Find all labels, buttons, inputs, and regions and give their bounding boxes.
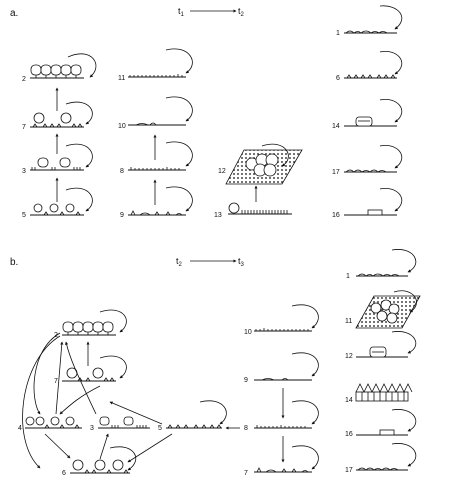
panel-a-timeline: t1 t2	[178, 6, 245, 18]
panel-a-label: a.	[10, 8, 18, 19]
stage-a-13: 13	[214, 185, 292, 219]
svg-text:t2: t2	[238, 6, 245, 18]
stage-a-9: 9	[120, 186, 193, 219]
svg-text:5: 5	[22, 212, 26, 219]
svg-text:8: 8	[244, 425, 248, 432]
stage-b-12: 11	[345, 290, 421, 329]
stage-b-1: 1	[346, 249, 417, 280]
stage-a-7: 7	[22, 101, 93, 131]
stage-b-14: 12	[345, 331, 417, 360]
stage-b-4: 4	[18, 416, 82, 432]
stage-b-15: 14	[345, 383, 413, 404]
svg-text:t2: t2	[176, 256, 183, 268]
svg-text:16: 16	[345, 431, 353, 438]
svg-text:t1: t1	[178, 6, 185, 18]
panel-b-label: b.	[10, 257, 18, 268]
svg-text:8: 8	[120, 168, 124, 175]
stage-a-5: 5	[22, 187, 93, 219]
svg-text:3: 3	[90, 425, 94, 432]
svg-text:3: 3	[22, 168, 26, 175]
stage-a-2: 2	[22, 53, 97, 83]
svg-text:10: 10	[118, 123, 126, 130]
svg-text:7: 7	[22, 124, 26, 131]
stage-a-1: 1	[336, 5, 402, 37]
stage-b-9: 7	[244, 445, 319, 477]
svg-text:11: 11	[118, 75, 125, 82]
svg-text:17: 17	[345, 467, 353, 474]
svg-text:9: 9	[244, 377, 248, 384]
stage-b-5: 5	[158, 400, 227, 432]
stage-a-6: 6	[336, 50, 402, 82]
svg-text:12: 12	[218, 168, 226, 175]
svg-text:12: 12	[345, 353, 353, 360]
svg-text:14: 14	[345, 397, 353, 404]
svg-text:5: 5	[158, 425, 162, 432]
svg-text:4: 4	[18, 425, 22, 432]
svg-text:7: 7	[244, 470, 248, 477]
svg-text:7: 7	[54, 378, 58, 385]
svg-text:6: 6	[62, 470, 66, 477]
svg-text:1: 1	[336, 30, 340, 37]
stage-b-7: 7	[54, 341, 127, 385]
svg-text:9: 9	[120, 212, 124, 219]
svg-text:1: 1	[346, 273, 350, 280]
svg-text:2: 2	[22, 76, 26, 83]
stage-a-14: 14	[332, 98, 402, 130]
stage-b-10: 9	[244, 352, 319, 384]
stage-a-3: 3	[22, 143, 93, 175]
stage-a-8: 8	[120, 141, 193, 175]
stage-b-8: 8	[244, 400, 319, 432]
stage-b-6: 6	[62, 446, 137, 477]
svg-text:6: 6	[336, 75, 340, 82]
svg-text:13: 13	[214, 212, 222, 219]
arrows-b-left	[22, 332, 240, 469]
stage-a-10: 10	[118, 96, 193, 130]
svg-text:14: 14	[332, 123, 340, 130]
stage-a-12: 12	[218, 143, 303, 185]
svg-text:17: 17	[332, 169, 340, 176]
svg-text:10: 10	[244, 329, 252, 336]
stage-a-16: 16	[332, 187, 402, 219]
stage-b-11: 10	[244, 304, 319, 336]
stage-b-3: 3	[90, 416, 150, 432]
svg-text:11: 11	[345, 318, 352, 325]
svg-text:16: 16	[332, 212, 340, 219]
stage-a-11: 11	[118, 48, 193, 82]
svg-text:t3: t3	[238, 256, 245, 268]
stage-a-17: 17	[332, 144, 402, 176]
panel-b-timeline: t2 t3	[176, 256, 245, 268]
stage-b-16: 16	[345, 409, 417, 438]
stage-b-2: 2	[54, 309, 127, 339]
stage-b-17: 17	[345, 443, 417, 474]
